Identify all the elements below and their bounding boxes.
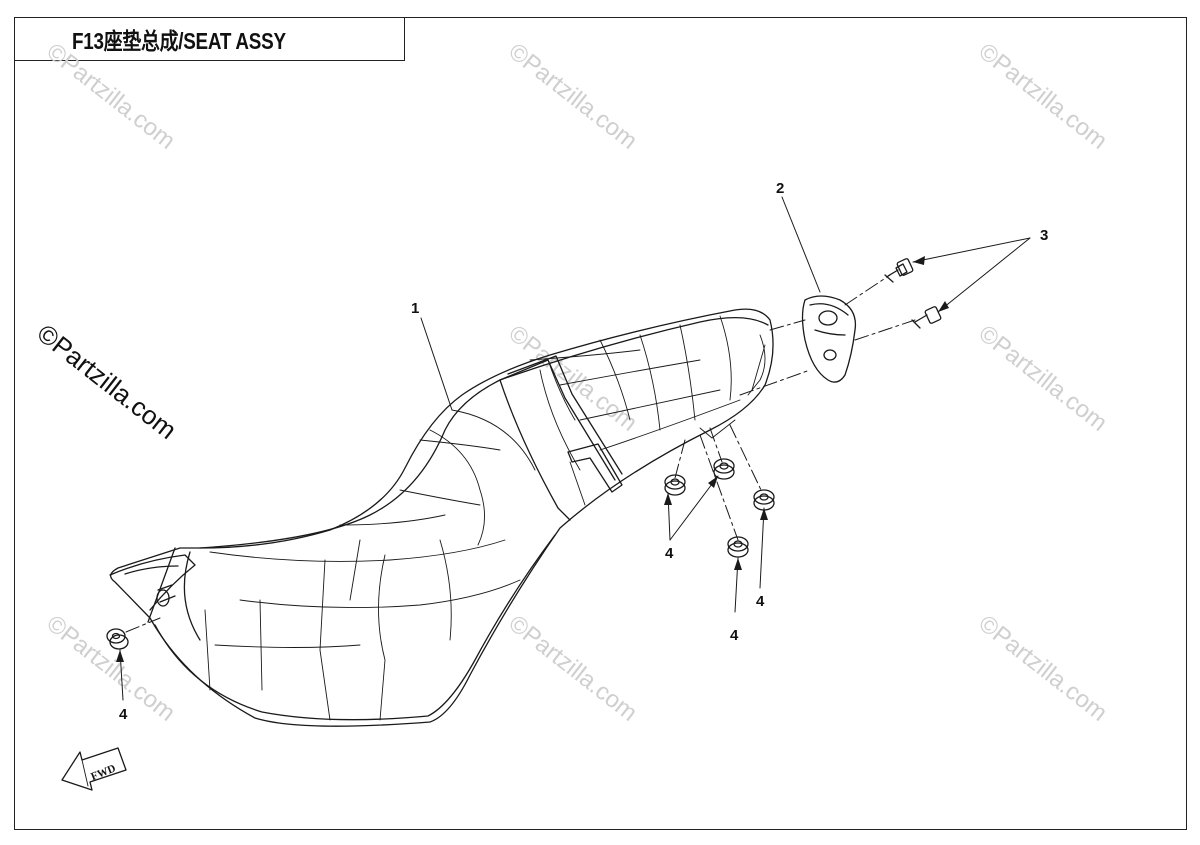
grommet-part-4 [713,458,735,480]
screw-part-3-upper [884,258,914,283]
grommet-part-4 [727,536,749,558]
callout-3: 3 [1040,227,1048,244]
fwd-arrow-icon [61,747,127,791]
diagram-frame [14,17,1187,830]
callout-4: 4 [730,627,739,644]
diagram-title: F13座垫总成/SEAT ASSY [72,28,286,54]
fwd-label: FWD [89,762,117,783]
grommet-part-4 [753,489,775,511]
callout-2: 2 [776,180,784,197]
callout-4: 4 [756,593,765,610]
leader-lines [119,196,1031,701]
title-box [14,17,405,61]
callout-4: 4 [665,545,674,562]
assembly-lines [125,274,916,633]
screw-part-3-lower [911,306,942,329]
grommet-part-4 [664,474,686,496]
callout-4: 4 [119,706,128,723]
rear-bracket-part-2 [801,295,857,383]
seat-part-1 [109,308,774,727]
grommet-part-4 [106,628,129,650]
callout-1: 1 [411,300,419,317]
